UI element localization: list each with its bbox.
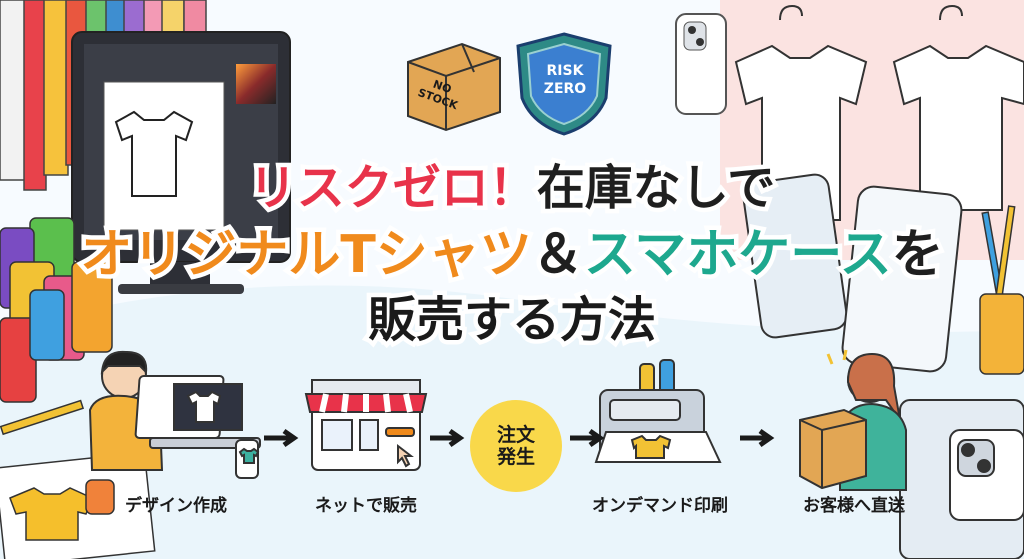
no-stock-box-icon [407, 42, 501, 132]
printer-machine-icon [594, 359, 722, 463]
flow-step-print-on-demand: オンデマンド印刷 [592, 496, 728, 516]
headline-line1: リスクゼロ！在庫なしで [0, 148, 1024, 221]
headline-no-inventory: 在庫なしで [532, 156, 780, 221]
order-line1: 注文 [496, 424, 535, 446]
desk-items-icon [0, 399, 156, 559]
monitor-icon [71, 31, 291, 294]
headline-particle: を [887, 221, 948, 290]
flow-step-design: デザイン作成 [125, 496, 227, 516]
flow-arrow-icon [570, 428, 605, 448]
flow-step-sell-online: ネットで販売 [315, 496, 417, 516]
headline-line2: オリジナルTシャツ＆スマホケースを [0, 212, 1024, 290]
order-received-bubble: 注文 発生 [470, 400, 562, 492]
flow-arrow-icon [740, 428, 775, 448]
headline-phone-case: スマホケース [579, 221, 896, 290]
headline-line3: 販売する方法 [363, 288, 660, 353]
flow-arrow-icon [264, 428, 299, 448]
risk-zero-badge: RISK ZERO [534, 62, 596, 98]
flow-arrow-icon [430, 428, 465, 448]
order-line2: 発生 [496, 446, 535, 468]
headline-original-tshirt: オリジナルTシャツ [76, 221, 536, 290]
delivery-person-icon [799, 349, 907, 491]
risk-zero-line2: ZERO [543, 81, 587, 97]
headline-ampersand: ＆ [527, 221, 588, 290]
flow-step-ship-to-customer: お客様へ直送 [803, 496, 905, 516]
pencil-cup-icon [979, 205, 1024, 375]
smartphone-icon [742, 173, 963, 373]
thread-spools-icon [0, 217, 113, 403]
hanging-tshirts-icon [734, 4, 1024, 221]
tablet-icon [899, 399, 1024, 559]
risk-zero-shield-icon [516, 32, 612, 136]
risk-zero-line1: RISK [546, 63, 584, 79]
headline-risk-zero: リスクゼロ！ [244, 156, 541, 221]
phone-case-icon [675, 13, 727, 115]
online-storefront-icon [304, 379, 428, 471]
designer-person-icon [88, 350, 261, 479]
